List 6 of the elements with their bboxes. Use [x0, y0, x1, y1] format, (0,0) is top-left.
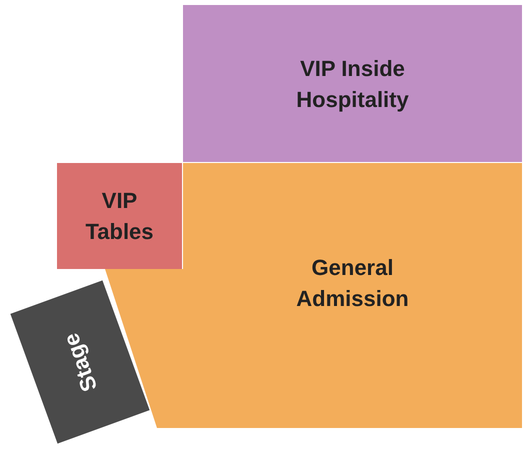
seating-section [183, 5, 522, 162]
section-label: VIP Inside Hospitality [295, 54, 410, 114]
section-label: VIP Tables [84, 187, 155, 246]
seating-section [57, 163, 182, 269]
section-label: General Admission [295, 254, 410, 313]
section-label: Stage [57, 328, 103, 396]
